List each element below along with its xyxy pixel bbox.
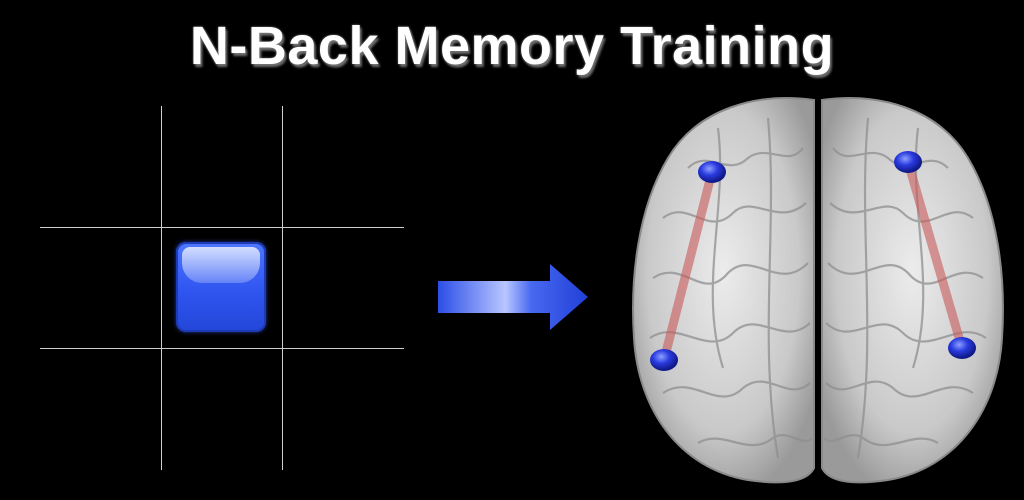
grid-line-horizontal-1 xyxy=(40,227,404,228)
grid-line-vertical-1 xyxy=(161,106,162,470)
connection-right xyxy=(903,160,967,350)
nback-grid xyxy=(40,106,404,470)
grid-line-vertical-2 xyxy=(282,106,283,470)
brain-icon xyxy=(632,97,1004,484)
node-right-top xyxy=(894,151,922,173)
stimulus-gloss xyxy=(182,247,260,283)
grid-line-horizontal-2 xyxy=(40,348,404,349)
stimulus-square xyxy=(176,242,266,332)
node-right-bottom xyxy=(948,337,976,359)
right-arrow-icon xyxy=(438,264,588,330)
page-title: N-Back Memory Training xyxy=(189,16,835,76)
node-left-top xyxy=(698,161,726,183)
node-left-bottom xyxy=(650,349,678,371)
connection-left xyxy=(659,170,717,362)
